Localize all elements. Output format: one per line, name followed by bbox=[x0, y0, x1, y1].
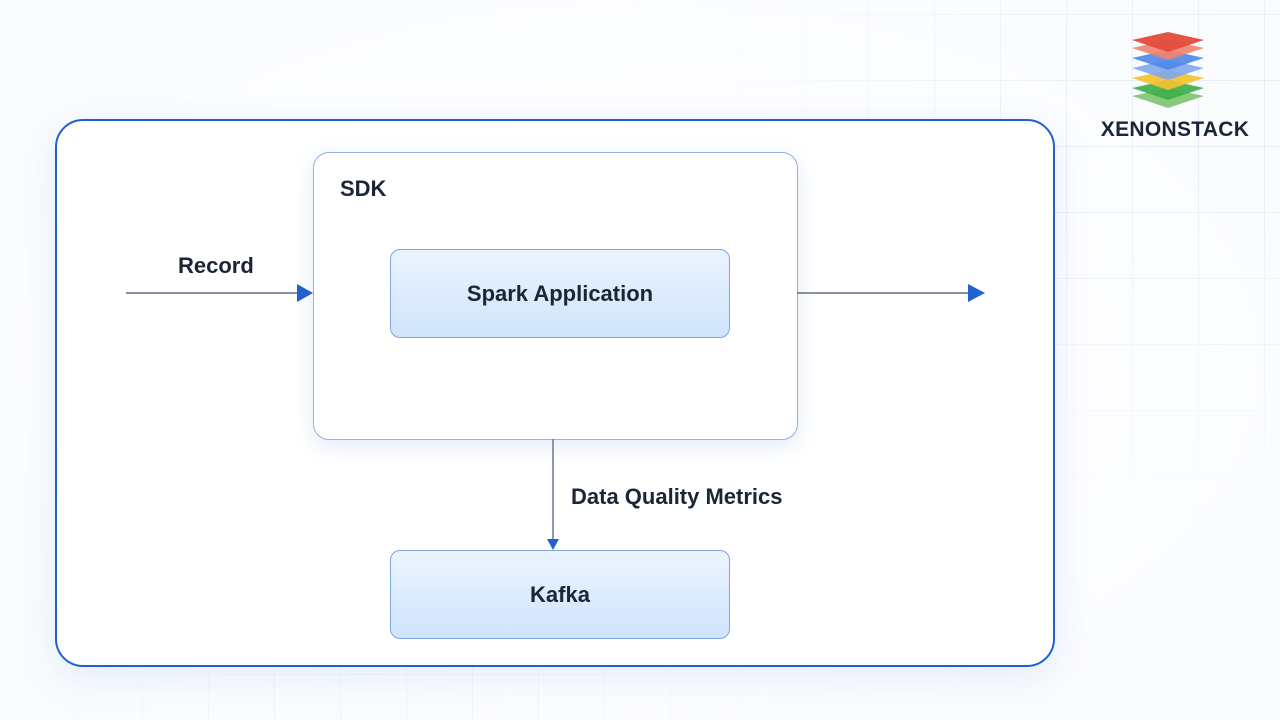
record-edge-label: Record bbox=[178, 253, 254, 278]
kafka-node: Kafka bbox=[390, 550, 730, 639]
stacked-layers-logo-icon bbox=[1132, 32, 1204, 108]
xenonstack-logo: XENONSTACK bbox=[1090, 28, 1260, 148]
spark-application-node: Spark Application bbox=[390, 249, 730, 338]
data-quality-metrics-edge-label: Data Quality Metrics bbox=[571, 484, 783, 509]
kafka-label: Kafka bbox=[530, 581, 590, 607]
spark-application-label: Spark Application bbox=[466, 280, 654, 306]
brand-name: XENONSTACK bbox=[1100, 118, 1250, 141]
sdk-label: SDK bbox=[340, 176, 387, 201]
